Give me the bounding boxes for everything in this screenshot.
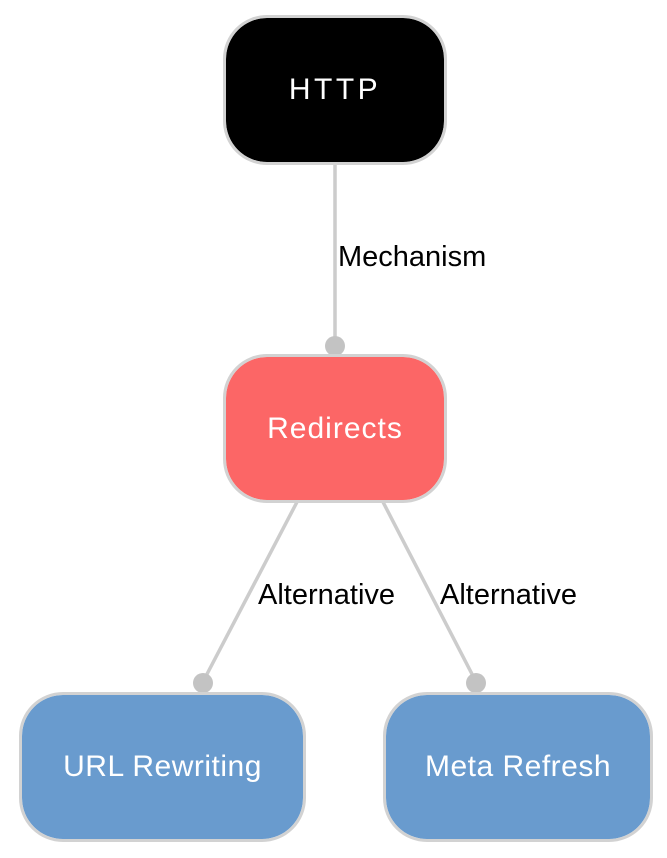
edge-label-alternative-url-rewriting: Alternative	[258, 579, 396, 611]
edge-label-mechanism: Mechanism	[338, 241, 487, 273]
node-http-label: HTTP	[288, 73, 382, 106]
node-redirects-label: Redirects	[267, 411, 403, 445]
edge-redirects-meta-refresh	[381, 501, 475, 677]
node-redirects: Redirects	[223, 354, 447, 503]
node-meta-refresh: Meta Refresh	[383, 692, 653, 842]
node-http: HTTP	[223, 15, 447, 165]
edge-label-alternative-meta-refresh: Alternative	[440, 579, 578, 611]
edge-endpoint-dot	[193, 673, 213, 693]
edge-redirects-url-rewriting	[204, 501, 299, 677]
node-url-rewriting-label: URL Rewriting	[63, 750, 262, 783]
edge-endpoint-dot	[325, 336, 345, 356]
edge-endpoint-dot	[466, 673, 486, 693]
node-url-rewriting: URL Rewriting	[19, 692, 306, 842]
node-meta-refresh-label: Meta Refresh	[424, 750, 612, 783]
